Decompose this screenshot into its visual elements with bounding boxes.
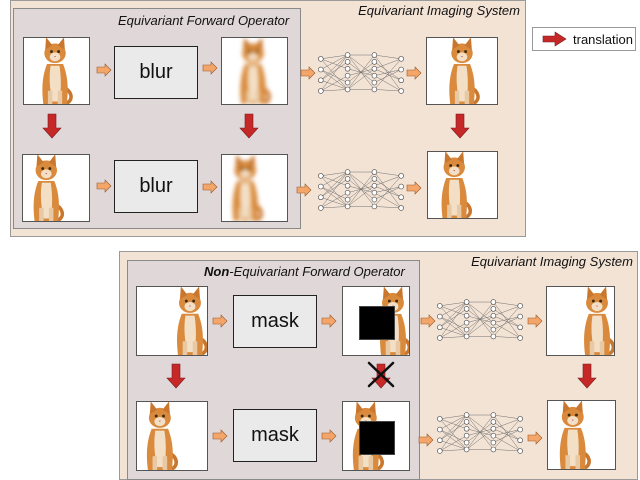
bottom-network-1 [437,299,523,341]
top-translated-input-image [22,154,90,222]
bottom-masked-image [342,286,410,356]
bottom-network-2 [437,412,523,454]
bottom-mask-box-2: mask [233,409,317,462]
top-input-image [23,37,90,105]
translation-arrow-icon [542,31,567,47]
top-network-2 [318,169,404,211]
legend-label: translation [573,31,633,47]
bottom-input-image [136,286,208,356]
legend-box: translation [532,27,636,51]
top-blur-box-1: blur [114,46,198,99]
bottom-translated-input-image [136,401,208,471]
top-system-title: Equivariant Imaging System [358,3,520,18]
top-translated-blurred-image [221,154,288,222]
bottom-operator-title-rest: -Equivariant Forward Operator [229,264,405,279]
mask-square-2 [359,421,395,455]
bottom-translated-masked-image [342,401,410,471]
bottom-mask-box-1: mask [233,295,317,348]
top-blur-box-2: blur [114,160,198,213]
top-translated-output-image [427,151,498,219]
top-blur-label-2: blur [139,175,173,197]
top-network-1 [318,52,404,94]
bottom-operator-title: Non-Equivariant Forward Operator [204,264,405,279]
bottom-output-image [546,286,615,356]
bottom-mask-label-1: mask [251,310,299,332]
top-blurred-image [221,37,288,105]
bottom-system-title: Equivariant Imaging System [471,254,633,269]
top-output-image [426,37,498,105]
bottom-translated-output-image [547,400,616,470]
top-operator-title: Equivariant Forward Operator [118,13,290,28]
bottom-operator-title-bold: Non [204,264,230,279]
bottom-mask-label-2: mask [251,424,299,446]
mask-square-1 [359,306,395,340]
top-blur-label-1: blur [139,61,173,83]
